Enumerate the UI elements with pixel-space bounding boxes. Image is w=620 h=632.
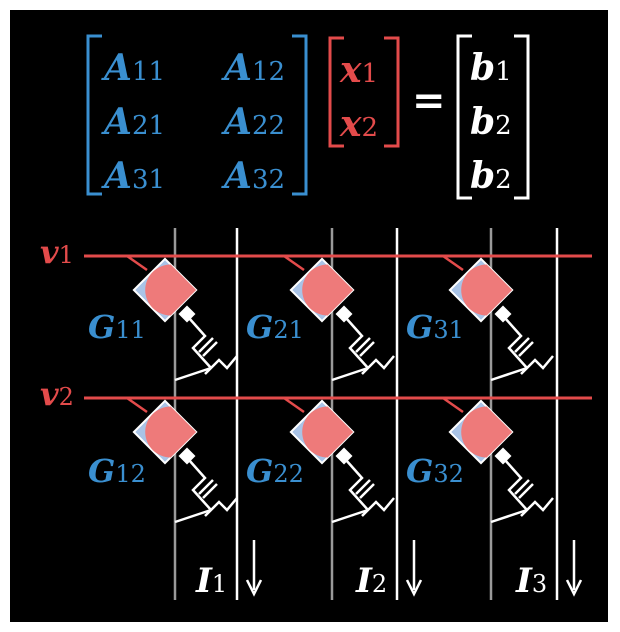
current-arrow-3 bbox=[565, 540, 583, 597]
conductance-label-1-3: G31 bbox=[406, 308, 464, 346]
conductance-label-2-2: G22 bbox=[246, 452, 304, 490]
vector-x-entry-2: x2 bbox=[339, 103, 378, 145]
matrix-a-entry-1-1: A11 bbox=[101, 47, 165, 89]
vector-x-entry-1: x1 bbox=[339, 49, 378, 91]
column-current-label-3: I3 bbox=[515, 561, 547, 601]
matrix-a-entry-3-2: A32 bbox=[221, 155, 285, 197]
conductance-label-2-3: G32 bbox=[406, 452, 464, 490]
crossbar-cells bbox=[125, 254, 555, 524]
column-current-label-2: I2 bbox=[355, 561, 387, 601]
conductance-label-1-2: G21 bbox=[246, 308, 304, 346]
equation: A11 A12 A21 A22 A31 A32 x1 x2 = b1 b2 b2 bbox=[86, 34, 530, 200]
vector-b-entry-1: b1 bbox=[470, 47, 512, 89]
vector-b-entry-3: b2 bbox=[470, 155, 512, 197]
matrix-a-entry-1-2: A12 bbox=[221, 47, 285, 89]
vector-b-right-bracket bbox=[514, 34, 530, 200]
matrix-a-entry-2-2: A22 bbox=[221, 101, 285, 143]
column-current-label-1: I1 bbox=[195, 561, 227, 601]
matrix-a-right-bracket bbox=[292, 34, 308, 196]
vector-x-left-bracket bbox=[328, 36, 344, 148]
current-arrow-1 bbox=[245, 540, 263, 597]
vector-x-right-bracket bbox=[384, 36, 400, 148]
matrix-a-left-bracket bbox=[86, 34, 102, 196]
conductance-label-2-1: G12 bbox=[88, 452, 146, 490]
conductance-label-1-1: G11 bbox=[88, 308, 146, 346]
matrix-a-entry-2-1: A21 bbox=[101, 101, 165, 143]
current-arrow-2 bbox=[405, 540, 423, 597]
matrix-a-entry-3-1: A31 bbox=[101, 155, 165, 197]
row-voltage-label-2: v2 bbox=[40, 375, 74, 413]
row-voltage-label-1: v1 bbox=[40, 233, 74, 271]
vector-b-entry-2: b2 bbox=[470, 101, 512, 143]
vector-b-left-bracket bbox=[456, 34, 472, 200]
equals-sign: = bbox=[412, 77, 446, 124]
